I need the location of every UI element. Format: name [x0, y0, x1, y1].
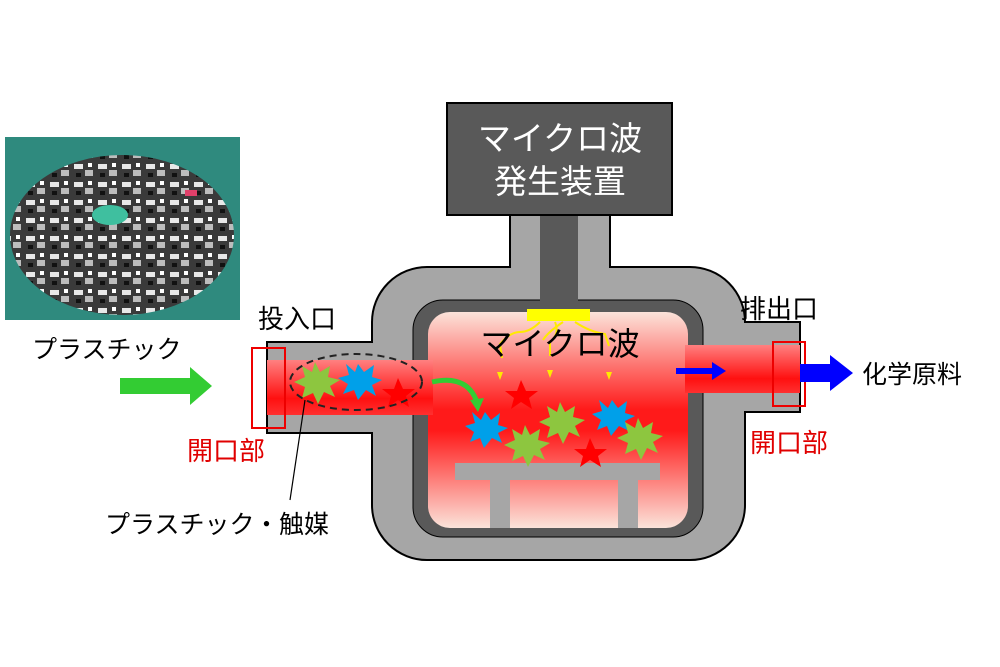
outlet-opening-label: 開口部	[750, 429, 828, 459]
plastic-particle-icon	[617, 418, 663, 460]
catalyst-particle-icon	[338, 364, 382, 400]
wave-arrow-icon	[606, 372, 612, 380]
product-label: 化学原料	[862, 360, 962, 389]
feed-curve-arrow-icon	[431, 377, 480, 403]
outlet-label: 排出口	[740, 295, 818, 325]
wave-arrow-icon	[547, 370, 553, 378]
input-plastic-label: プラスチック	[32, 335, 182, 364]
outflow-arrow-icon	[676, 362, 726, 380]
output-arrow-icon	[800, 355, 853, 391]
microwave-emitter	[527, 309, 590, 321]
plastic-scrap-photo	[5, 137, 240, 320]
mixture-dashed-ellipse	[289, 353, 423, 411]
inlet-label: 投入口	[258, 305, 336, 335]
feed-arrowhead-icon	[470, 398, 484, 412]
catalyst-particle-icon	[592, 400, 635, 436]
generator-label-line2: 発生装置	[494, 162, 626, 201]
star-particle-icon	[574, 438, 607, 467]
sample-stage	[455, 463, 660, 528]
mixture-label: プラスチック・触媒	[105, 510, 329, 539]
microwave-wave-icons	[498, 321, 610, 359]
wave-arrow-icon	[497, 372, 503, 380]
star-particle-icon	[505, 380, 538, 409]
catalyst-particle-icon	[465, 412, 508, 448]
chamber-microwave-label: マイクロ波	[480, 325, 639, 363]
plastic-particle-icon	[504, 425, 550, 467]
microwave-generator	[446, 102, 673, 216]
plastic-particle-icon	[294, 362, 340, 404]
plastic-particle-icon	[539, 402, 585, 444]
inlet-opening-marker	[251, 347, 286, 429]
input-arrow-icon	[120, 367, 212, 405]
generator-label-line1: マイクロ波	[478, 119, 642, 158]
inlet-opening-label: 開口部	[187, 437, 265, 467]
particles	[294, 362, 663, 467]
mixture-leader-line	[289, 399, 306, 501]
